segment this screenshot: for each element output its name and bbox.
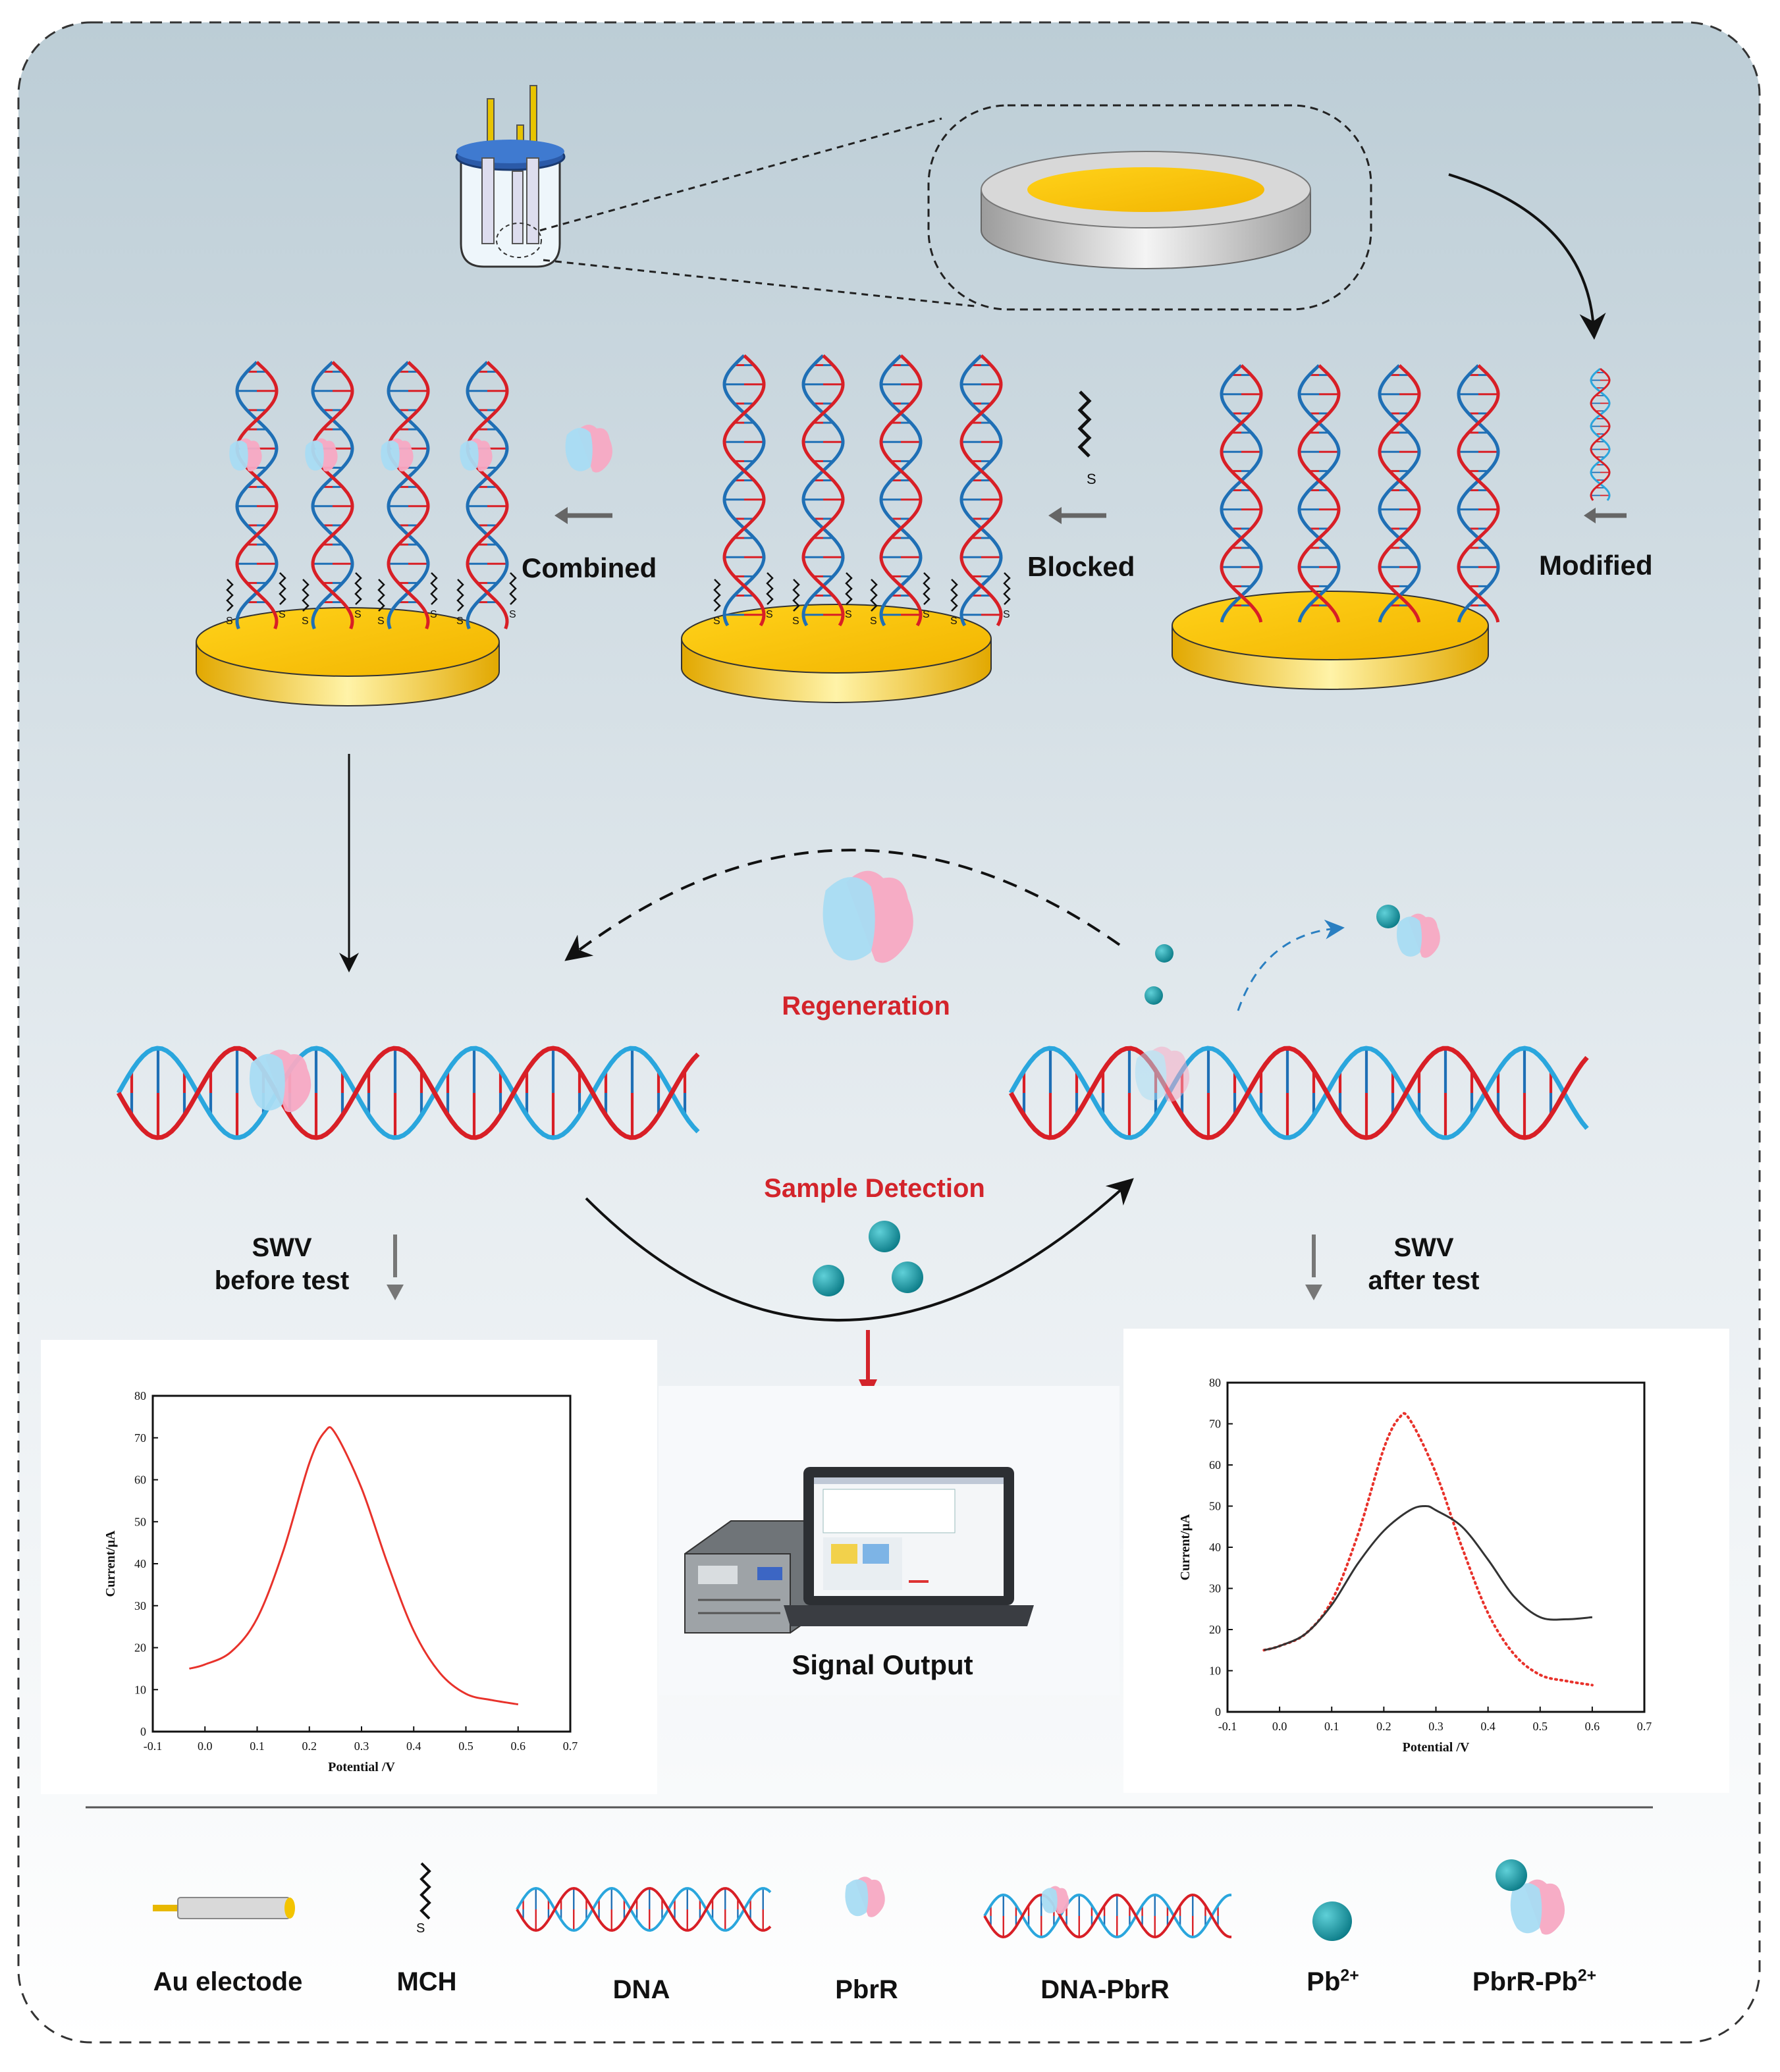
svg-text:S: S: [1087, 471, 1096, 487]
swv-before-line2: before test: [215, 1267, 350, 1294]
y-tick-label: 0: [140, 1725, 146, 1738]
x-tick-label: 0.4: [406, 1740, 421, 1753]
y-axis-label: Current/μA: [1178, 1514, 1193, 1581]
svg-text:S: S: [509, 609, 516, 620]
swv-after-line1: SWV: [1393, 1235, 1453, 1261]
step-label-modified: Modified: [1539, 552, 1653, 579]
legend-label-pb: Pb2+: [1307, 1969, 1359, 1995]
y-tick-label: 60: [134, 1474, 146, 1487]
x-tick-label: 0.6: [1585, 1720, 1600, 1733]
svg-text:S: S: [430, 609, 437, 620]
y-tick-label: 50: [134, 1515, 146, 1528]
x-tick-label: 0.0: [198, 1740, 213, 1753]
y-tick-label: 20: [1209, 1623, 1221, 1636]
svg-text:S: S: [845, 609, 852, 620]
svg-text:S: S: [950, 616, 957, 627]
legend-label-dna-pbrr: DNA-PbrR: [1040, 1977, 1170, 2003]
chart-panel-before: [41, 1340, 657, 1794]
y-tick-label: 20: [134, 1641, 146, 1655]
legend-label-pbrr: PbrR: [835, 1977, 898, 2003]
x-tick-label: 0.6: [511, 1740, 526, 1753]
svg-text:S: S: [766, 609, 773, 620]
x-tick-label: -0.1: [1218, 1720, 1237, 1733]
x-axis-label: Potential /V: [328, 1760, 395, 1774]
y-tick-label: 30: [134, 1599, 146, 1612]
y-tick-label: 60: [1209, 1458, 1221, 1472]
legend-label-mch: MCH: [396, 1969, 456, 1995]
y-tick-label: 50: [1209, 1500, 1221, 1513]
gold-electrode-disc: [682, 604, 991, 703]
legend-pbrr-pb-base: PbrR-Pb: [1472, 1967, 1578, 1996]
x-tick-label: 0.3: [1428, 1720, 1443, 1733]
swv-before-line1: SWV: [252, 1235, 311, 1261]
x-tick-label: 0.3: [354, 1740, 369, 1753]
x-tick-label: 0.4: [1480, 1720, 1496, 1733]
svg-text:S: S: [377, 616, 385, 627]
svg-text:S: S: [354, 609, 362, 620]
svg-text:S: S: [792, 616, 799, 627]
svg-text:S: S: [416, 1921, 425, 1936]
x-tick-label: 0.5: [458, 1740, 473, 1753]
svg-text:S: S: [456, 616, 464, 627]
legend-pbrr-pb-sup: 2+: [1578, 1967, 1596, 1985]
x-tick-label: 0.7: [563, 1740, 578, 1753]
x-tick-label: 0.7: [1637, 1720, 1652, 1733]
svg-text:S: S: [923, 609, 930, 620]
y-tick-label: 40: [1209, 1541, 1221, 1554]
x-tick-label: 0.1: [1324, 1720, 1339, 1733]
sample-detection-label: Sample Detection: [764, 1175, 985, 1202]
x-tick-label: 0.2: [1376, 1720, 1391, 1733]
step-label-blocked: Blocked: [1027, 553, 1135, 581]
y-tick-label: 70: [134, 1431, 146, 1445]
x-tick-label: 0.1: [250, 1740, 265, 1753]
legend-label-au-electrode: Au electode: [153, 1969, 303, 1995]
legend-label-pbrr-pb: PbrR-Pb2+: [1472, 1969, 1596, 1995]
signal-output-label: Signal Output: [792, 1651, 973, 1679]
x-tick-label: 0.0: [1272, 1720, 1287, 1733]
y-tick-label: 40: [134, 1557, 146, 1570]
legend-pb-base: Pb: [1307, 1967, 1340, 1996]
y-tick-label: 80: [1209, 1376, 1221, 1389]
y-tick-label: 70: [1209, 1418, 1221, 1431]
au-disk-electrode-zoom: [981, 151, 1310, 269]
x-tick-label: -0.1: [144, 1740, 163, 1753]
x-tick-label: 0.2: [302, 1740, 317, 1753]
y-tick-label: 10: [1209, 1664, 1221, 1678]
legend-pb-sup: 2+: [1340, 1967, 1359, 1985]
laptop-icon: [784, 1467, 1034, 1626]
y-tick-label: 0: [1215, 1705, 1221, 1718]
y-tick-label: 30: [1209, 1582, 1221, 1595]
legend-pb-ion-icon: [1312, 1901, 1352, 1941]
svg-text:S: S: [713, 616, 720, 627]
svg-text:S: S: [279, 609, 286, 620]
y-tick-label: 10: [134, 1683, 146, 1696]
swv-after-line2: after test: [1368, 1267, 1480, 1294]
y-tick-label: 80: [134, 1389, 146, 1402]
svg-text:S: S: [302, 616, 309, 627]
y-axis-label: Current/μA: [103, 1530, 118, 1597]
svg-text:S: S: [226, 616, 233, 627]
step-label-combined: Combined: [522, 554, 657, 582]
svg-text:S: S: [870, 616, 877, 627]
x-axis-label: Potential /V: [1403, 1740, 1470, 1755]
regeneration-label: Regeneration: [782, 993, 950, 1019]
gold-electrode-disc: [196, 608, 499, 706]
legend-label-dna: DNA: [613, 1977, 670, 2003]
legend-pbrr-icon: [845, 1876, 884, 1917]
x-tick-label: 0.5: [1533, 1720, 1548, 1733]
svg-text:S: S: [1003, 609, 1010, 620]
